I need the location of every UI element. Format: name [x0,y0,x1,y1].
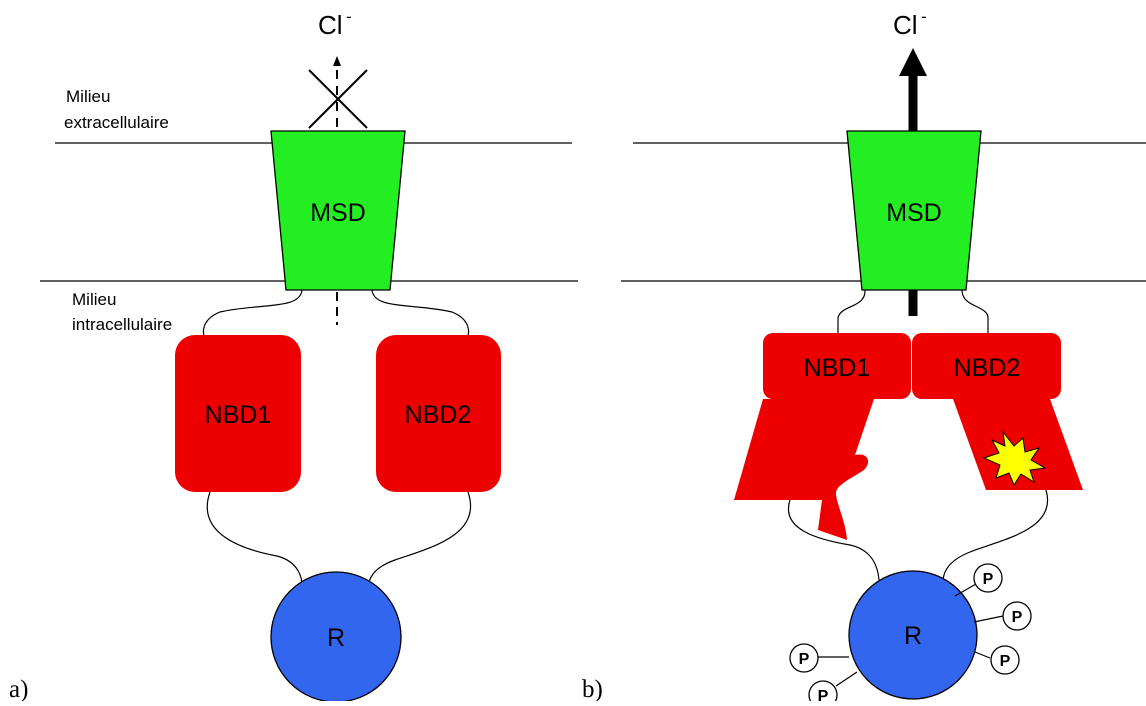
blocked-flux-arrowhead-a [333,56,341,66]
chloride-label-b: Cl [893,10,918,40]
nbd1-label-a: NBD1 [205,401,272,429]
chloride-flux-arrowhead-b [899,48,927,76]
nbd2-label-b: NBD2 [954,354,1021,382]
msd-domain-b [846,130,982,291]
chloride-label-a: Cl [318,10,343,40]
block-cross-2 [308,69,368,129]
panel-label-b: b) [582,676,603,701]
nbd1-domain-a [175,335,301,492]
connector-nbd1-r-a [206,491,303,591]
panel-a: Milieu extracellulaire Milieu intracellu… [9,7,578,703]
nbd2-domain-b [912,333,1061,399]
phosphate-group-2: P [1002,601,1032,631]
phosphate-label-4: P [799,651,810,668]
nbd1-domain-b [763,333,911,399]
intracellular-label-line2: intracellulaire [72,315,172,334]
phosphate-label-3: P [1000,653,1011,670]
extracellular-label-line1: Milieu [66,87,110,106]
phosphate-group-3: P [990,645,1020,675]
r-label-a: R [327,624,345,652]
nbd1-label-b: NBD1 [804,354,871,382]
connector-msd-nbd2-b [961,289,989,336]
panel-label-a: a) [9,676,28,701]
intracellular-label-line1: Milieu [72,290,116,309]
phosphate-group-5: P [808,680,838,706]
phosphate-group-1: P [973,563,1003,593]
nbd2-label-a: NBD2 [405,401,472,429]
nbd2-domain-a [376,335,501,492]
connector-msd-nbd2-a [371,289,470,337]
r-label-b: R [904,622,922,650]
atp-burst-icon [982,430,1047,487]
panel-b: Cl - MSD NBD1 NBD2 R [582,7,1146,706]
connector-nbd1-r-b [787,499,880,581]
msd-domain-a [270,130,406,291]
phosphate-label-5: P [818,688,829,701]
phosphate-label-2: P [1012,609,1023,626]
phosphate-group-4: P [789,643,819,673]
connector-nbd2-r-b [942,489,1049,581]
chloride-charge-a: - [346,7,352,26]
phospho-stem-3 [974,651,991,659]
nbd1-lower-lobe-b [734,399,874,540]
phospho-stem-2 [973,615,1004,623]
connector-nbd2-r-a [367,491,471,591]
connector-msd-nbd1-b [837,289,866,336]
msd-label-a: MSD [310,199,366,227]
extracellular-label-line2: extracellulaire [64,113,169,132]
phospho-stem-5 [835,671,858,687]
r-domain-b [848,570,978,700]
phosphate-label-1: P [983,571,994,588]
chloride-charge-b: - [921,7,927,26]
msd-label-b: MSD [886,199,942,227]
connector-msd-nbd1-a [202,289,303,337]
